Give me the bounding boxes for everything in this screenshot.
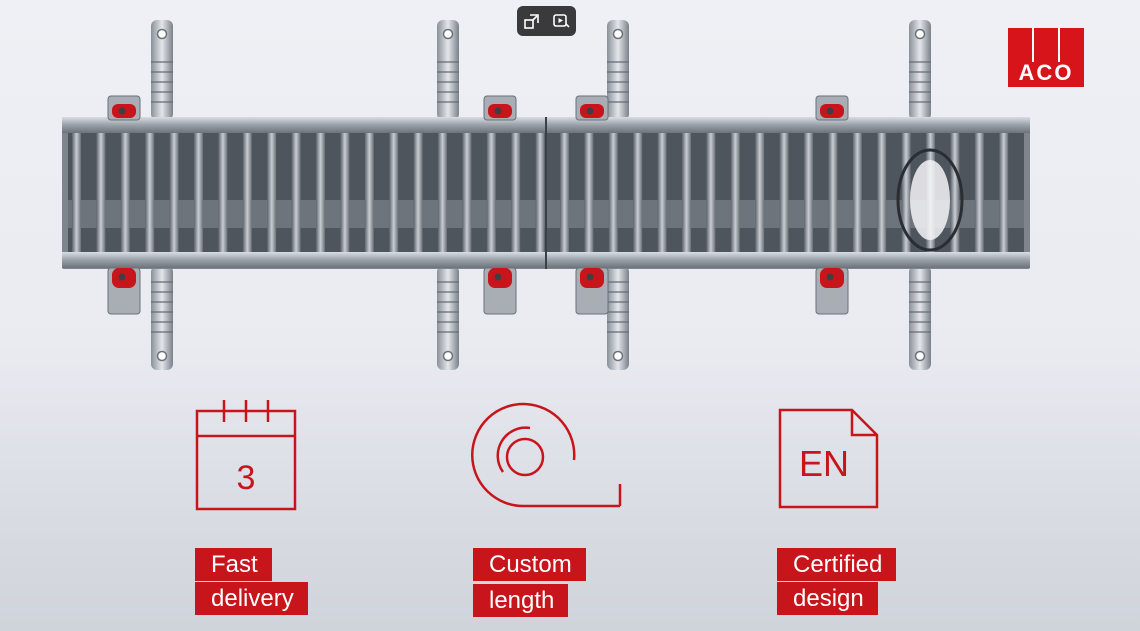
- tape-measure-icon: [470, 402, 622, 508]
- video-assist-icon[interactable]: [550, 10, 572, 32]
- player-controls: [517, 6, 576, 36]
- drainage-channel-illustration: [62, 20, 1030, 370]
- minimize-player-icon[interactable]: [521, 10, 543, 32]
- aco-logo: ACO: [1008, 28, 1084, 87]
- calendar-day-number: 3: [237, 459, 256, 497]
- certificate-document-icon: EN: [778, 408, 879, 509]
- certificate-standard-text: EN: [799, 443, 849, 484]
- calendar-icon: 3: [195, 400, 297, 511]
